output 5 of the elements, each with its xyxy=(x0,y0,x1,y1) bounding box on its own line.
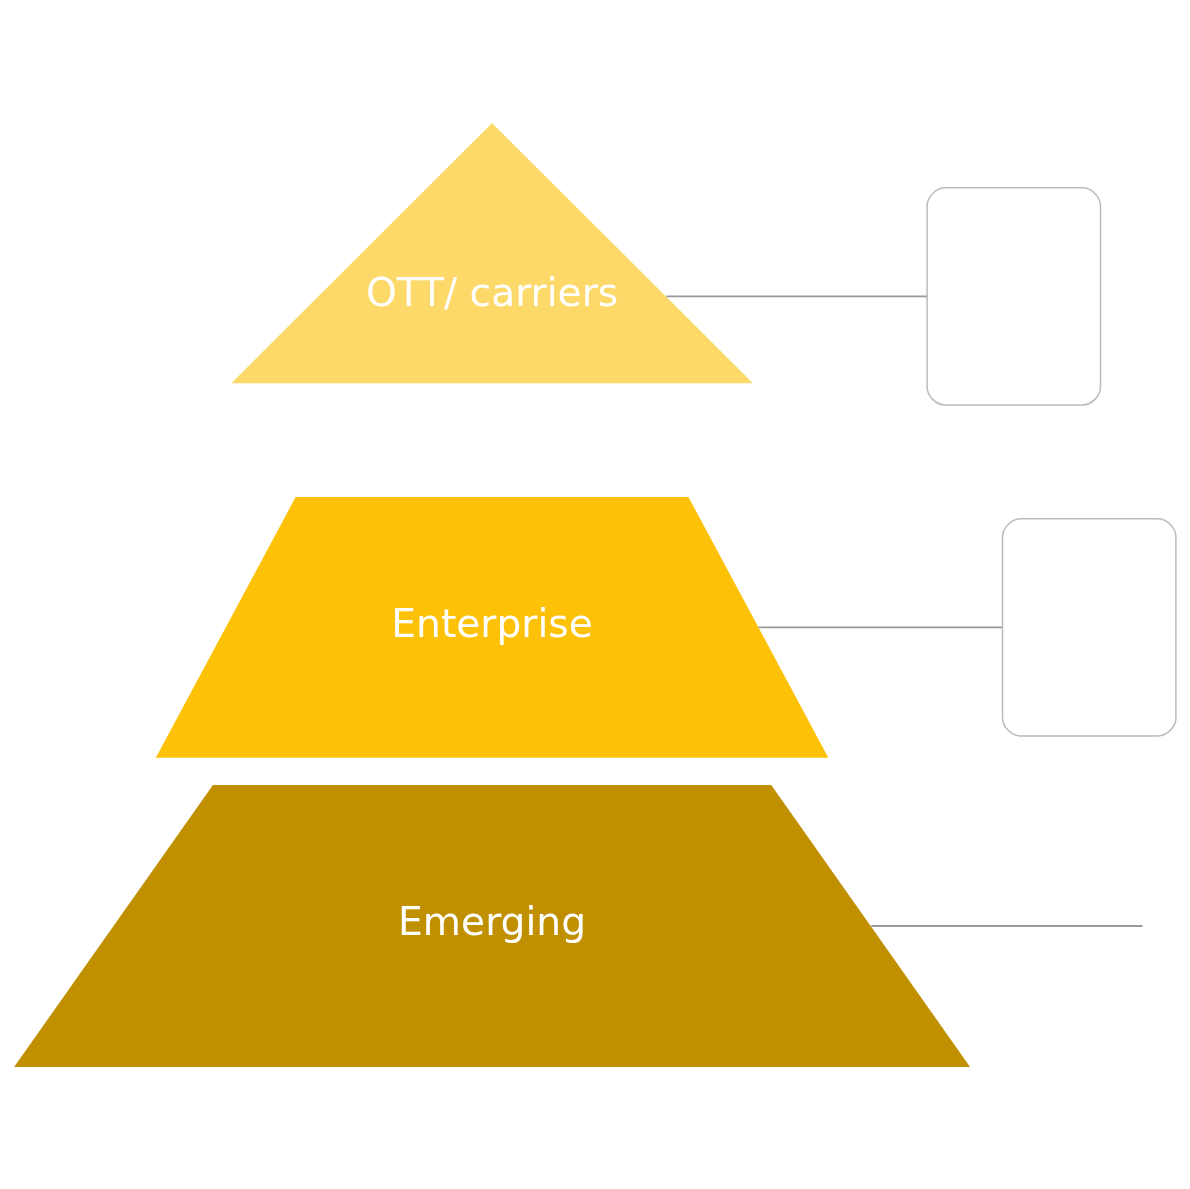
node-box xyxy=(926,186,1102,406)
connector xyxy=(870,924,1144,927)
connector xyxy=(665,295,928,297)
node-box xyxy=(1001,517,1177,737)
connector xyxy=(757,626,1003,628)
